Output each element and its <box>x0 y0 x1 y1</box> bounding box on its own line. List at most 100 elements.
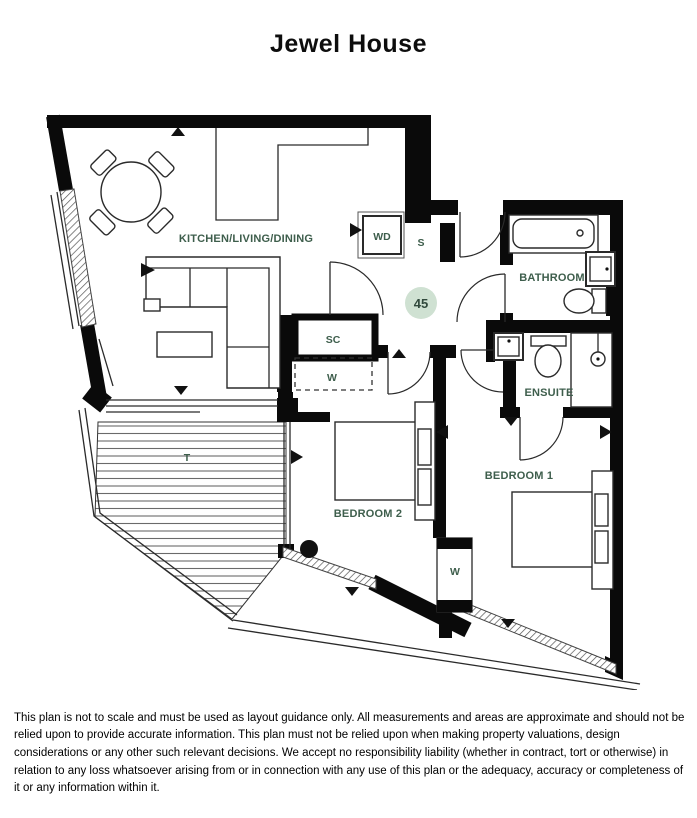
bathtub <box>508 214 599 254</box>
label-store-cupboard: SC <box>326 334 341 346</box>
doors <box>329 211 564 461</box>
floor-plan-svg: KITCHEN/LIVING/DINING BATHROOM ENSUITE B… <box>46 114 641 691</box>
closets <box>291 211 473 613</box>
disclaimer-text: This plan is not to scale and must be us… <box>14 711 685 795</box>
partition-stub-lower <box>439 612 452 638</box>
structural-column <box>300 540 318 558</box>
site-outer-line-2 <box>227 627 638 691</box>
label-wardrobe-hall: W <box>327 372 337 384</box>
bedroom2-sw-wall <box>283 412 330 422</box>
unit-badge-number: 45 <box>414 296 428 311</box>
kitchen-counter <box>215 128 369 221</box>
washer-dryer-unit <box>362 215 402 255</box>
marker-right-wall <box>600 425 612 439</box>
s-closet-right-wall <box>440 223 455 262</box>
label-bathroom: BATHROOM <box>519 272 585 284</box>
bed2-pillow <box>417 468 432 506</box>
marker-terrace-door <box>174 386 188 395</box>
marker-ensuite <box>504 417 518 426</box>
bedroom2-furniture <box>300 401 436 558</box>
label-ensuite: ENSUITE <box>524 387 573 399</box>
bathroom-sink <box>585 251 616 287</box>
floor-plan: KITCHEN/LIVING/DINING BATHROOM ENSUITE B… <box>0 100 697 691</box>
marker-bedroom2-window <box>345 587 359 596</box>
entry-door <box>459 211 506 258</box>
label-bedroom2: BEDROOM 2 <box>334 508 402 520</box>
left-window-frame-2 <box>50 194 74 330</box>
bed2-pillow <box>417 428 432 466</box>
hall-wardrobe-dashed <box>294 357 373 391</box>
bathroom-door <box>456 273 506 323</box>
label-store: S <box>417 237 424 249</box>
label-kitchen-living-dining: KITCHEN/LIVING/DINING <box>179 233 313 245</box>
interior-walls <box>277 215 623 638</box>
terrace <box>78 407 641 691</box>
entry-left-wall <box>425 200 458 215</box>
tv-unit <box>98 338 114 387</box>
dining-chair <box>89 209 116 236</box>
coffee-table <box>156 331 213 358</box>
hall-wall-chunk <box>430 345 456 358</box>
label-washer-dryer: WD <box>373 231 391 243</box>
dining-table <box>89 149 175 236</box>
label-terrace: T <box>184 452 191 464</box>
bedroom1-furniture <box>511 470 614 590</box>
ensuite-toilet <box>530 335 567 378</box>
marker-left-window <box>141 263 155 277</box>
bedroom1-window <box>460 600 617 675</box>
page-title: Jewel House <box>270 30 427 58</box>
kitchen-living-furniture <box>89 128 369 389</box>
top-wall <box>47 115 431 128</box>
ensuite-sink-surround <box>486 333 495 362</box>
sofa-armrest <box>143 298 161 312</box>
label-wardrobe-bedroom1: W <box>450 566 460 578</box>
marker-top-wall <box>171 127 185 136</box>
bathroom-bottom-wall <box>486 320 623 333</box>
ensuite-door <box>519 416 564 461</box>
left-window-frame <box>56 191 80 327</box>
living-east-wall <box>277 315 292 392</box>
marker-bedroom1-window <box>501 619 515 628</box>
bedroom2-window <box>282 546 377 590</box>
labels: KITCHEN/LIVING/DINING BATHROOM ENSUITE B… <box>179 231 585 578</box>
dining-chair <box>147 207 174 234</box>
left-window <box>59 188 97 328</box>
bed-bedroom2 <box>334 421 419 501</box>
site-outer-line <box>232 619 641 685</box>
living-hall-door <box>329 261 384 316</box>
bedroom2-door <box>387 351 431 395</box>
marker-wd <box>350 223 362 237</box>
ensuite-sink <box>493 332 524 361</box>
marker-hall <box>392 349 406 358</box>
unit-badge-circle <box>405 287 437 319</box>
bedroom2-west-wall <box>278 392 293 422</box>
left-wall-lower <box>80 322 107 400</box>
left-wall-upper <box>46 114 73 192</box>
terrace-door-left-pier <box>82 383 112 413</box>
toilet-backdrop-wall <box>606 286 623 316</box>
marker-partition <box>436 425 448 439</box>
bedroom1-wardrobe <box>436 537 473 613</box>
bathroom-toilet <box>563 288 607 314</box>
ensuite-bottom-wall-right <box>563 407 623 418</box>
marker-bedroom2-wall <box>291 450 303 464</box>
shower <box>570 332 613 408</box>
unit-badge: 45 <box>405 287 437 319</box>
bed1-headboard <box>591 470 614 590</box>
dining-chair <box>90 149 117 176</box>
bed1-pillow <box>594 493 609 527</box>
bedroom-partition-wall <box>433 358 446 538</box>
bathroom-fixtures <box>508 214 616 314</box>
sofa <box>143 256 281 389</box>
bed1-pillow <box>594 530 609 564</box>
ensuite-bottom-wall-left <box>500 407 520 418</box>
entry-right-wall <box>503 200 623 215</box>
terrace-outer-edge <box>78 409 234 622</box>
direction-markers <box>141 127 612 628</box>
dining-chair <box>148 151 175 178</box>
ensuite-fixtures <box>493 332 613 408</box>
terrace-outer-edge-2 <box>84 407 238 616</box>
label-bedroom1: BEDROOM 1 <box>485 470 553 482</box>
terrace-decking <box>94 421 287 620</box>
